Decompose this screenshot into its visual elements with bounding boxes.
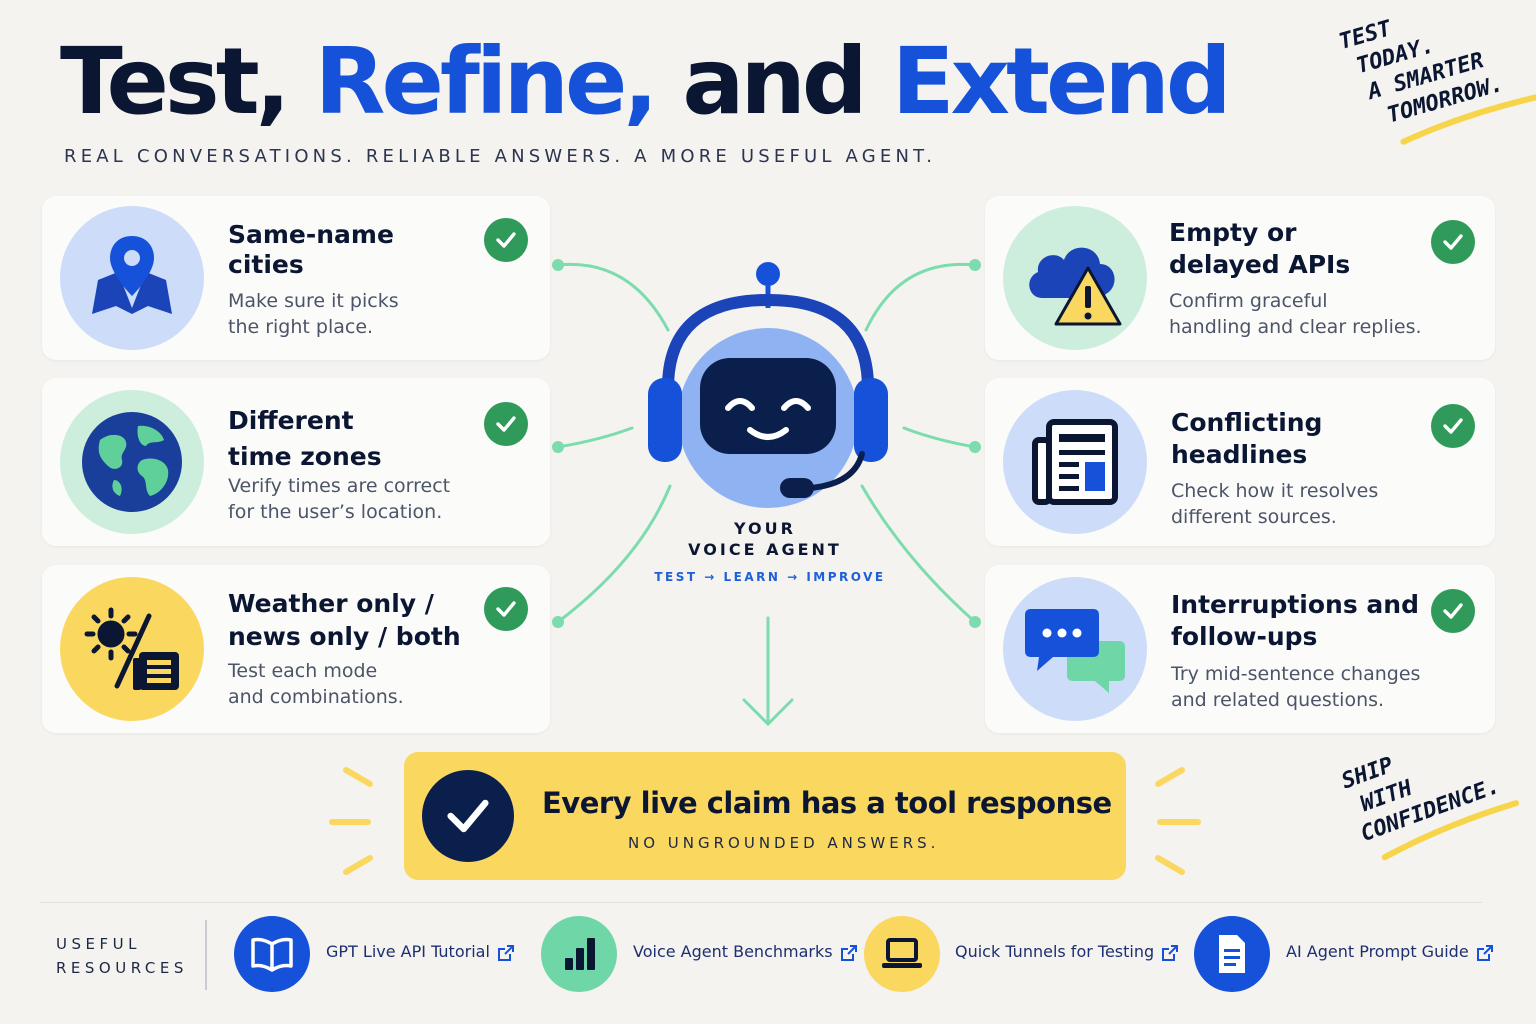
voice-agent-robot-icon — [648, 262, 888, 508]
check-icon — [422, 770, 514, 862]
test-card-weather-news: Weather only /news only / both Test each… — [42, 565, 550, 733]
external-link-icon — [1476, 944, 1493, 961]
burst-lines-left-icon — [329, 767, 373, 875]
banner-title: Every live claim has a tool response — [542, 786, 1112, 820]
newspaper-icon — [1003, 390, 1147, 534]
page-subtitle: REAL CONVERSATIONS. RELIABLE ANSWERS. A … — [64, 146, 937, 167]
resource-link-gpt-live-api-tutorial[interactable]: GPT Live API Tutorial — [326, 942, 516, 963]
check-icon — [1431, 220, 1475, 264]
resource-link-voice-agent-benchmarks[interactable]: Voice Agent Benchmarks — [633, 942, 859, 963]
yellow-underline-icon — [1400, 93, 1536, 145]
external-link-icon — [497, 944, 514, 961]
resource-link-quick-tunnels[interactable]: Quick Tunnels for Testing — [955, 942, 1180, 963]
check-icon — [484, 587, 528, 631]
check-icon — [1431, 589, 1475, 633]
burst-lines-right-icon — [1155, 767, 1201, 875]
check-icon — [484, 402, 528, 446]
yellow-underline-icon — [1381, 800, 1520, 861]
agent-steps: TEST → LEARN → IMPROVE — [654, 570, 886, 584]
book-icon[interactable] — [234, 916, 310, 992]
external-link-icon — [840, 944, 857, 961]
divider — [40, 902, 1482, 903]
chat-bubbles-icon — [1003, 577, 1147, 721]
map-pin-icon — [60, 206, 204, 350]
check-icon — [484, 218, 528, 262]
grounding-banner: Every live claim has a tool response NO … — [404, 752, 1126, 880]
resource-link-ai-agent-prompt-guide[interactable]: AI Agent Prompt Guide — [1286, 942, 1495, 963]
document-icon[interactable] — [1194, 916, 1270, 992]
handwritten-note-bottom: SHIP WITH CONFIDENCE. — [1338, 715, 1527, 875]
divider — [205, 920, 207, 990]
globe-icon — [60, 390, 204, 534]
cloud-warning-icon — [1003, 206, 1147, 350]
external-link-icon — [1162, 944, 1179, 961]
page-title: Test, Refine, and Extend — [60, 28, 1232, 135]
sun-news-icon — [60, 577, 204, 721]
handwritten-note-top: TEST TODAY. A SMARTER TOMORROW. — [1336, 0, 1536, 165]
laptop-icon[interactable] — [864, 916, 940, 992]
bar-chart-icon[interactable] — [541, 916, 617, 992]
check-icon — [1431, 404, 1475, 448]
banner-subtitle: NO UNGROUNDED ANSWERS. — [628, 834, 940, 852]
